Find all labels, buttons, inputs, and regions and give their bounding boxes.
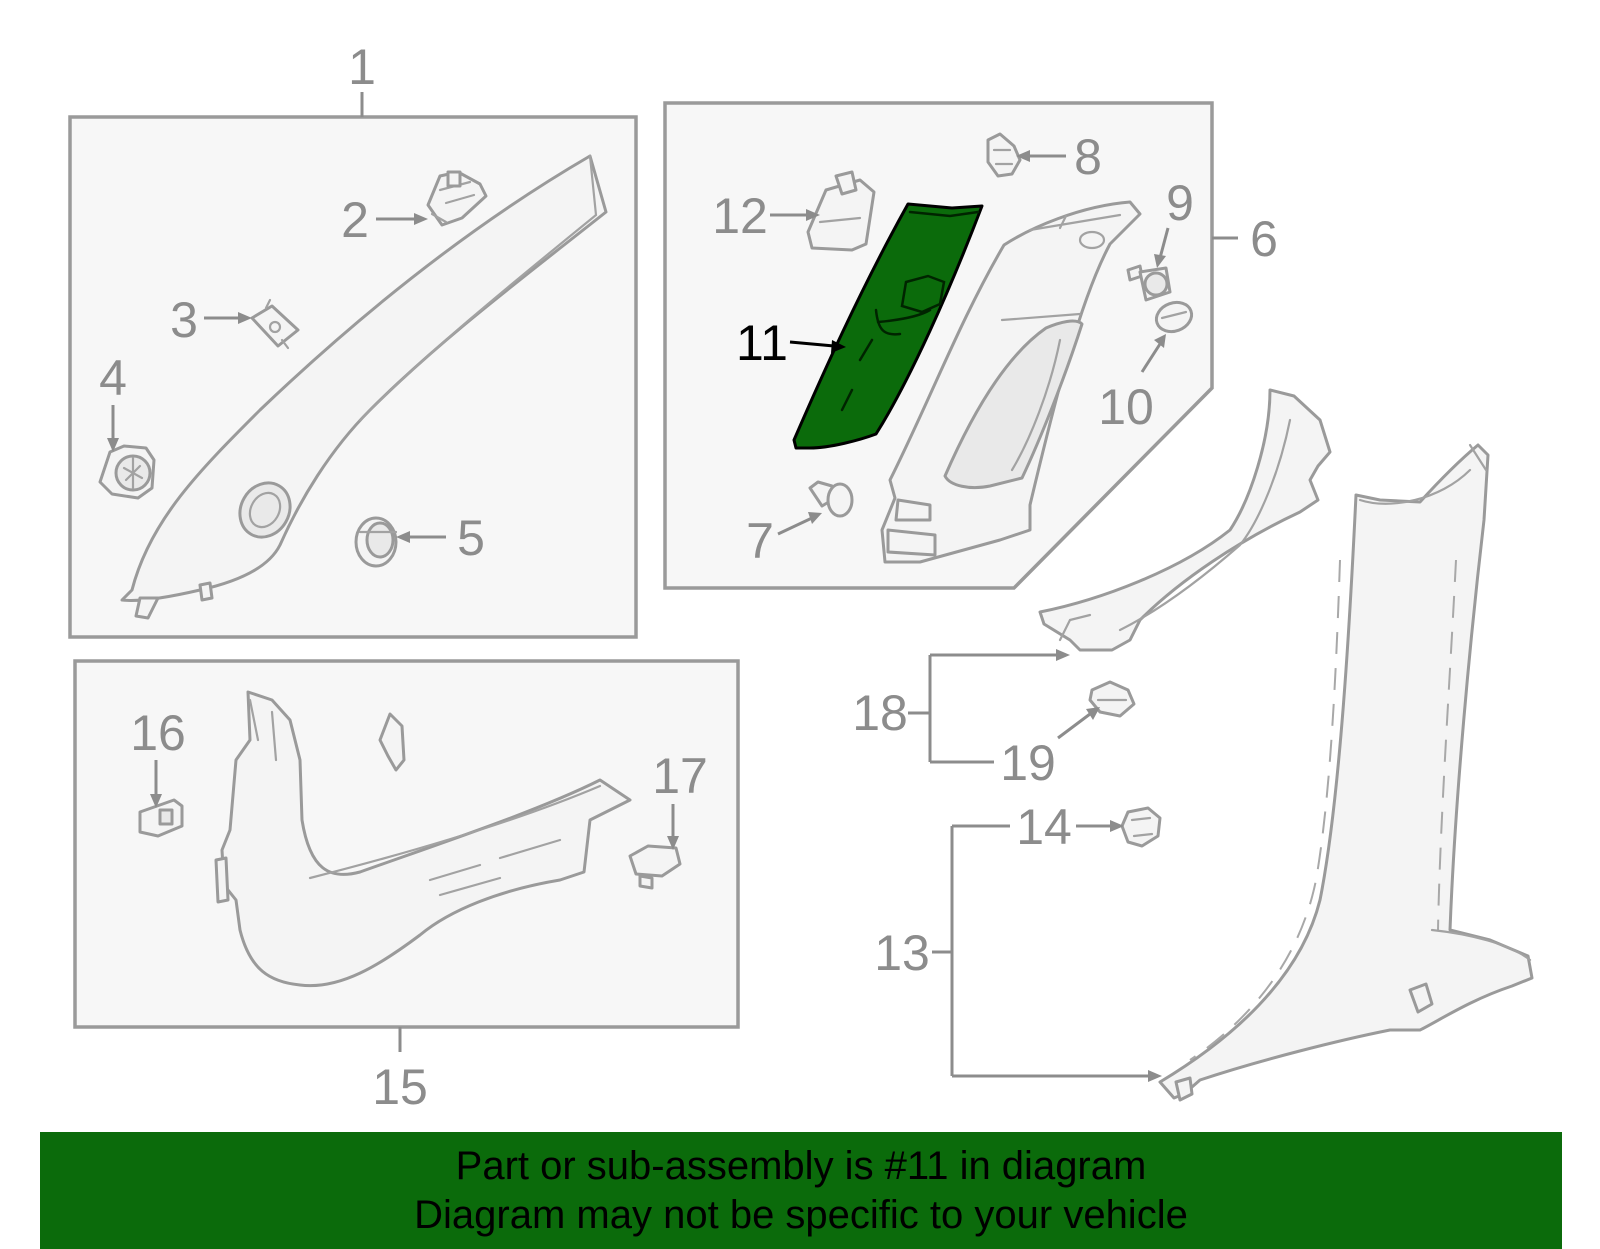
part-5-grommet [354,516,398,568]
callout-13: 13 [874,925,930,981]
leader-8 [1016,150,1066,162]
callout-1: 1 [348,39,376,95]
callout-8: 8 [1074,129,1102,185]
callout-19: 19 [1000,735,1056,791]
part-4-fastener [98,444,156,500]
part-15-kick-panel [214,690,632,988]
callout-7: 7 [746,513,774,569]
leader-16 [150,760,162,808]
part-11-b-pillar-lower-trim-highlighted [792,202,984,450]
callout-15: 15 [372,1059,428,1115]
callout-14: 14 [1016,799,1072,855]
part-8-clip [986,132,1022,178]
leader-2 [376,213,428,225]
callout-5: 5 [457,510,485,566]
leader-14 [1076,820,1124,832]
callout-labels: 1 2 3 4 5 6 7 8 9 10 11 12 13 14 15 16 1… [99,39,1278,1115]
part-19-clip [1088,680,1136,718]
callout-16: 16 [130,705,186,761]
banner-line-part: Part or sub-assembly is #11 in diagram [455,1143,1147,1188]
a-pillar-trim [120,154,608,620]
banner-line-disclaimer: Diagram may not be specific to your vehi… [414,1192,1188,1237]
kick-panel-tab [378,712,406,772]
part-7-push-pin [808,480,854,518]
leader-5 [396,531,446,543]
callout-4: 4 [99,350,127,406]
leader-18-bracket [908,649,1070,764]
group-box-15 [73,659,740,1052]
b-pillar-upper-trim [880,200,1142,564]
part-9-bolt [1126,264,1172,302]
part-13-rear-pillar-trim [1158,443,1534,1102]
leader-3 [204,312,252,324]
part-16-clip [138,798,184,838]
callout-2: 2 [341,192,369,248]
leader-10 [1140,334,1166,373]
callout-12: 12 [712,188,768,244]
part-17-clip [628,844,682,890]
leader-9 [1154,227,1170,268]
part-12-bracket [806,170,876,252]
leader-17 [667,804,679,850]
part-2-clip [426,170,488,227]
callout-11-highlighted: 11 [736,315,788,371]
callout-9: 9 [1166,175,1194,231]
callout-3: 3 [170,292,198,348]
leader-11 [789,340,846,353]
callout-17: 17 [652,748,708,804]
leader-7 [777,512,822,536]
info-banner: Part or sub-assembly is #11 in diagram D… [40,1132,1562,1249]
leader-4 [107,405,119,452]
part-10-cap [1154,300,1194,334]
leader-12 [770,209,820,221]
callout-6: 6 [1250,211,1278,267]
part-14-clip [1120,806,1162,848]
part-3-clip [250,298,300,350]
leader-13-bracket [932,824,1162,1082]
leader-19 [1057,707,1100,740]
callout-10: 10 [1098,379,1154,435]
callout-18: 18 [852,685,908,741]
part-18-trim [1038,388,1332,652]
